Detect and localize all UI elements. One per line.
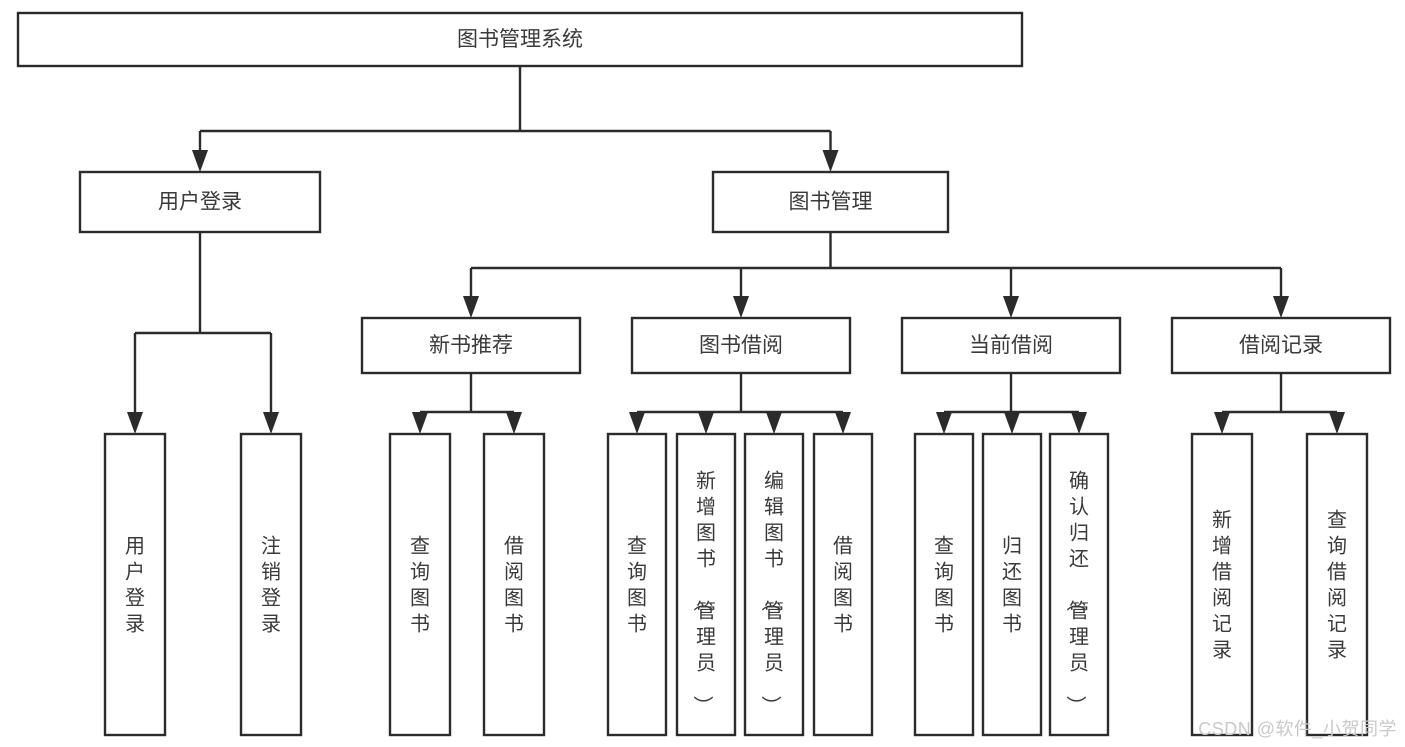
arrow-head-icon-current-borrow xyxy=(1003,296,1019,318)
node-leaf-user-login[interactable]: 用户登录 xyxy=(103,432,167,737)
arrow-head-icon-book-borrow xyxy=(733,296,749,318)
node-book-borrow-box[interactable] xyxy=(630,316,852,375)
node-leaf-add-book-label: 新增图书（管理员） xyxy=(691,470,716,716)
node-leaf-edit-book-box[interactable] xyxy=(743,432,805,737)
arrow-head-icon-leaf-return-book xyxy=(1004,412,1020,434)
node-leaf-query-book-3-box[interactable] xyxy=(913,432,975,737)
node-leaf-user-login-label: 用户登录 xyxy=(125,536,145,636)
node-book-manage-box[interactable] xyxy=(711,170,950,234)
node-root-root[interactable]: 图书管理系统 xyxy=(16,11,1024,68)
node-leaf-add-record-label: 新增借阅记录 xyxy=(1212,509,1232,662)
arrow-head-icon-leaf-query-book-2 xyxy=(629,412,645,434)
node-leaf-borrow-book-2-box[interactable] xyxy=(812,432,874,737)
arrow-head-icon-leaf-add-book xyxy=(698,412,714,434)
node-new-book-recommend-box[interactable] xyxy=(360,316,582,375)
node-root-root-box[interactable] xyxy=(16,11,1024,68)
node-current-borrow-label: 当前借阅 xyxy=(969,334,1053,357)
node-borrow-record[interactable]: 借阅记录 xyxy=(1170,316,1392,375)
node-root-root-label: 图书管理系统 xyxy=(457,28,583,51)
node-leaf-return-book[interactable]: 归还图书 xyxy=(981,432,1043,737)
node-leaf-add-record-box[interactable] xyxy=(1190,432,1254,737)
node-leaf-query-book-2-box[interactable] xyxy=(606,432,668,737)
node-leaf-borrow-book-1-label: 借阅图书 xyxy=(504,535,524,636)
node-book-borrow[interactable]: 图书借阅 xyxy=(630,316,852,375)
node-leaf-user-logout-label: 注销登录 xyxy=(261,535,281,636)
node-leaf-user-logout-box[interactable] xyxy=(239,432,303,737)
node-leaf-confirm-return-box[interactable] xyxy=(1048,432,1110,737)
node-user-login[interactable]: 用户登录 xyxy=(78,170,322,234)
arrow-head-icon-leaf-query-record xyxy=(1329,412,1345,434)
node-leaf-add-record[interactable]: 新增借阅记录 xyxy=(1190,432,1254,737)
node-leaf-add-book[interactable]: 新增图书（管理员） xyxy=(675,432,737,737)
arrow-head-icon-leaf-confirm-return xyxy=(1071,412,1087,434)
node-new-book-recommend-label: 新书推荐 xyxy=(429,334,513,357)
node-leaf-user-login-box[interactable] xyxy=(103,432,167,737)
arrow-head-icon-leaf-user-logout xyxy=(263,412,279,434)
arrow-head-icon-leaf-borrow-book-1 xyxy=(506,412,522,434)
node-leaf-return-book-box[interactable] xyxy=(981,432,1043,737)
node-user-login-box[interactable] xyxy=(78,170,322,234)
arrow-head-icon-leaf-user-login xyxy=(127,412,143,434)
node-leaf-add-book-box[interactable] xyxy=(675,432,737,737)
node-leaf-query-book-2-label: 查询图书 xyxy=(627,535,647,636)
node-leaf-edit-book-label: 编辑图书（管理员） xyxy=(759,470,784,716)
node-borrow-record-label: 借阅记录 xyxy=(1239,334,1323,357)
arrow-head-icon-new-book-recommend xyxy=(463,296,479,318)
node-leaf-borrow-book-2[interactable]: 借阅图书 xyxy=(812,432,874,737)
node-new-book-recommend[interactable]: 新书推荐 xyxy=(360,316,582,375)
node-leaf-query-book-1-label: 查询图书 xyxy=(410,535,430,636)
node-leaf-confirm-return[interactable]: 确认归还（管理员） xyxy=(1048,432,1110,737)
node-user-login-label: 用户登录 xyxy=(158,191,242,214)
node-book-manage[interactable]: 图书管理 xyxy=(711,170,950,234)
node-leaf-query-record[interactable]: 查询借阅记录 xyxy=(1305,432,1369,737)
arrow-head-icon-leaf-borrow-book-2 xyxy=(835,412,851,434)
node-leaf-query-book-3[interactable]: 查询图书 xyxy=(913,432,975,737)
node-leaf-edit-book[interactable]: 编辑图书（管理员） xyxy=(743,432,805,737)
node-leaf-confirm-return-label: 确认归还（管理员） xyxy=(1064,470,1089,716)
node-leaf-borrow-book-1-box[interactable] xyxy=(482,432,546,737)
node-borrow-record-box[interactable] xyxy=(1170,316,1392,375)
box-layer: 图书管理系统用户登录图书管理新书推荐图书借阅当前借阅借阅记录用户登录注销登录查询… xyxy=(16,11,1392,737)
node-leaf-user-logout[interactable]: 注销登录 xyxy=(239,432,303,737)
node-leaf-query-record-box[interactable] xyxy=(1305,432,1369,737)
node-book-manage-label: 图书管理 xyxy=(789,191,873,214)
node-leaf-query-book-2[interactable]: 查询图书 xyxy=(606,432,668,737)
connector-layer xyxy=(127,66,1345,434)
node-leaf-query-book-1-box[interactable] xyxy=(388,432,452,737)
node-leaf-borrow-book-2-label: 借阅图书 xyxy=(833,535,853,636)
arrow-head-icon-user-login xyxy=(192,150,208,172)
arrow-head-icon-book-manage xyxy=(822,150,839,172)
node-current-borrow-box[interactable] xyxy=(900,316,1122,375)
arrow-head-icon-leaf-query-book-3 xyxy=(936,412,952,434)
arrow-head-icon-leaf-edit-book xyxy=(766,412,782,434)
arrow-head-icon-borrow-record xyxy=(1273,296,1289,318)
node-leaf-query-book-3-label: 查询图书 xyxy=(934,535,954,636)
arrow-head-icon-leaf-add-record xyxy=(1214,412,1230,434)
node-current-borrow[interactable]: 当前借阅 xyxy=(900,316,1122,375)
arrow-head-icon-leaf-query-book-1 xyxy=(412,412,428,434)
node-leaf-borrow-book-1[interactable]: 借阅图书 xyxy=(482,432,546,737)
node-book-borrow-label: 图书借阅 xyxy=(699,334,783,357)
node-leaf-return-book-label: 归还图书 xyxy=(1002,535,1022,636)
node-leaf-query-book-1[interactable]: 查询图书 xyxy=(388,432,452,737)
node-leaf-query-record-label: 查询借阅记录 xyxy=(1327,509,1347,662)
